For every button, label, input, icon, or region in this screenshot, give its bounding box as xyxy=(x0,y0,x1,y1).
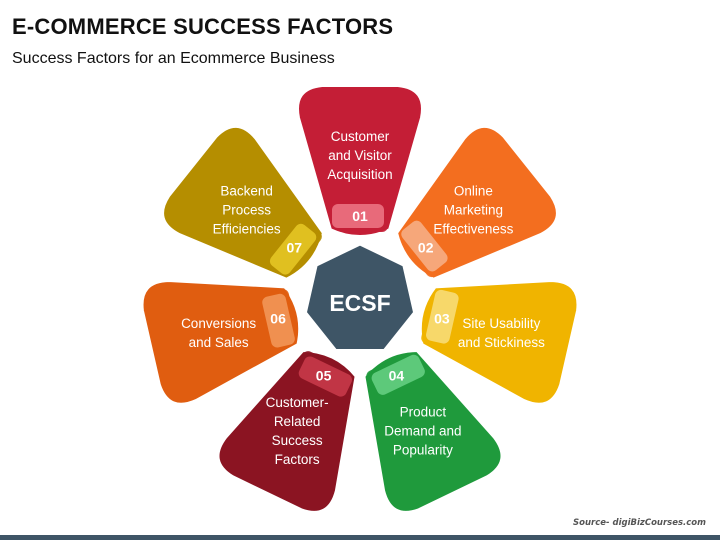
factor-label-line: Customer xyxy=(331,129,390,144)
number-tab xyxy=(262,293,295,348)
factor-number-06: 06 xyxy=(270,311,286,327)
factor-label-line: Popularity xyxy=(393,443,453,458)
factor-label-line: Conversions xyxy=(181,316,256,331)
factor-petal-07 xyxy=(160,123,326,282)
factor-petal-06 xyxy=(139,278,303,407)
center-label: ECSF xyxy=(329,290,390,316)
center-heptagon xyxy=(303,242,417,352)
factor-label-line: Acquisition xyxy=(327,167,392,182)
source-credit: Source- digiBizCourses.com xyxy=(573,518,706,528)
factor-petal-05 xyxy=(215,348,359,515)
factor-label-line: Demand and xyxy=(384,424,461,439)
factor-label-line: and Visitor xyxy=(328,148,392,163)
number-tab xyxy=(371,354,425,395)
number-tab xyxy=(401,220,448,272)
factor-label-line: Related xyxy=(274,414,321,429)
factor-label-line: Marketing xyxy=(444,203,503,218)
factor-petal-01 xyxy=(295,83,425,239)
factor-label-line: Site Usability xyxy=(462,316,540,331)
factor-number-01: 01 xyxy=(352,208,368,224)
factor-petal-04 xyxy=(361,348,505,515)
bottom-bar xyxy=(0,535,720,540)
petal-shape xyxy=(417,278,581,407)
factor-label-line: and Stickiness xyxy=(458,335,545,350)
number-tab xyxy=(269,223,317,275)
factor-label-line: Process xyxy=(222,203,271,218)
number-tab xyxy=(332,204,384,228)
number-tab xyxy=(426,289,459,344)
factor-number-07: 07 xyxy=(287,240,303,256)
factor-label-line: Product xyxy=(400,405,447,420)
petal-shape xyxy=(361,348,505,515)
number-tab xyxy=(298,356,352,397)
factor-number-03: 03 xyxy=(434,311,450,327)
factor-petal-03 xyxy=(417,278,581,407)
petal-shape xyxy=(160,123,326,282)
petal-shape xyxy=(215,348,359,515)
factor-label-line: Efficiencies xyxy=(213,222,281,237)
petal-shape xyxy=(139,278,303,407)
petal-shape xyxy=(394,123,560,282)
factor-label-line: and Sales xyxy=(189,335,249,350)
factor-label-line: Customer- xyxy=(266,395,329,410)
factor-label-line: Effectiveness xyxy=(433,222,513,237)
page-subtitle: Success Factors for an Ecommerce Busines… xyxy=(12,50,335,67)
page-title: E-COMMERCE SUCCESS FACTORS xyxy=(12,14,394,39)
factor-label-line: Factors xyxy=(275,452,320,467)
factor-petal-02 xyxy=(394,123,560,282)
factor-label-line: Online xyxy=(454,184,493,199)
factor-number-04: 04 xyxy=(389,368,405,384)
factor-label-line: Backend xyxy=(220,184,273,199)
factor-number-02: 02 xyxy=(418,240,434,256)
factor-label-line: Success xyxy=(272,433,323,448)
petal-shape xyxy=(295,83,425,239)
factor-number-05: 05 xyxy=(316,368,332,384)
